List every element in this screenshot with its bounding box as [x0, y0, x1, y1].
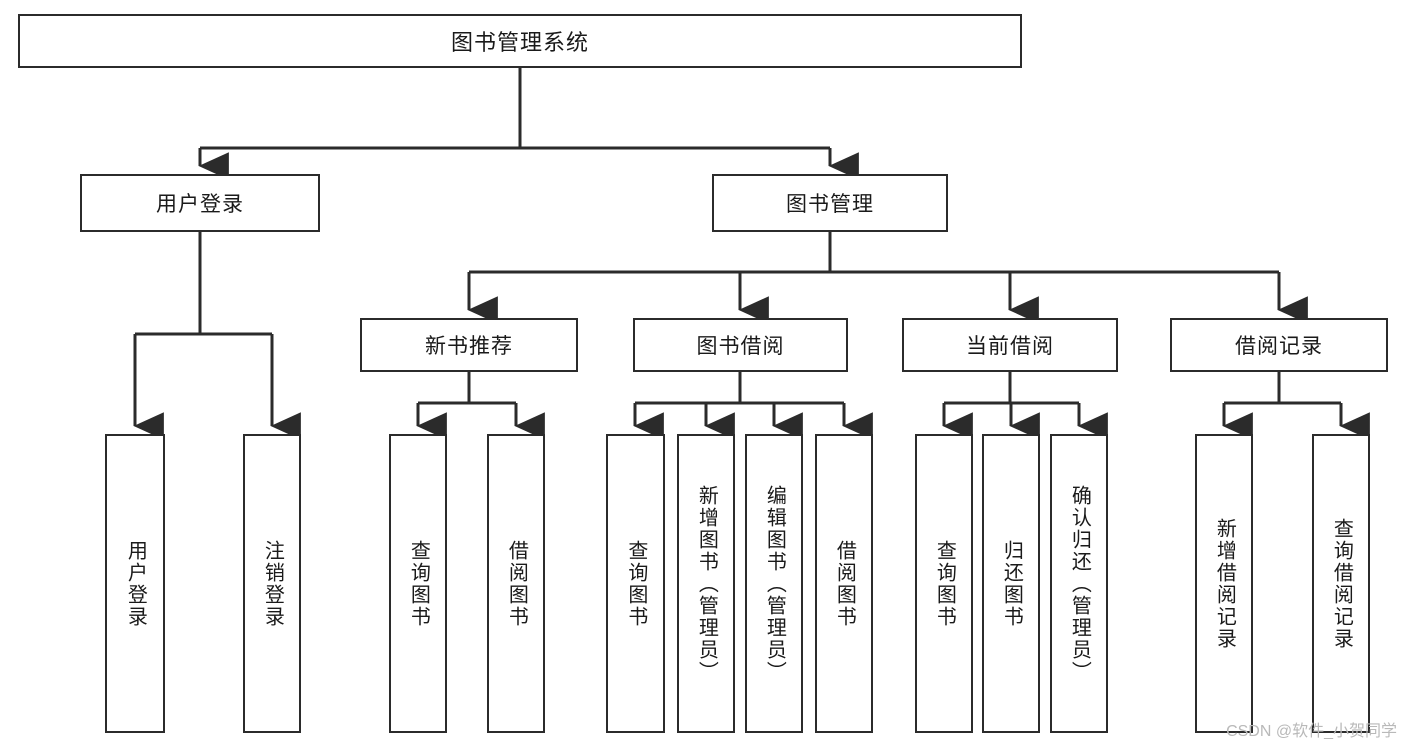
- node-book-manage[interactable]: 图书管理: [712, 174, 948, 232]
- node-leaf-edit-book[interactable]: 编辑图书（管理员）: [745, 434, 803, 733]
- node-leaf-query-book-current[interactable]: 查询图书: [915, 434, 973, 733]
- node-root[interactable]: 图书管理系统: [18, 14, 1022, 68]
- node-leaf-confirm-return-label: 确认归还（管理员）: [1068, 484, 1091, 683]
- node-leaf-add-book[interactable]: 新增图书（管理员）: [677, 434, 735, 733]
- node-leaf-borrow-book-recommend[interactable]: 借阅图书: [487, 434, 545, 733]
- node-borrow-record-label: 借阅记录: [1235, 335, 1323, 358]
- node-borrow-record[interactable]: 借阅记录: [1170, 318, 1388, 372]
- node-leaf-edit-book-label: 编辑图书（管理员）: [763, 484, 786, 683]
- node-leaf-add-borrow-record-label: 新增借阅记录: [1213, 517, 1236, 650]
- node-current-borrow-label: 当前借阅: [966, 335, 1054, 358]
- node-book-manage-label: 图书管理: [786, 193, 874, 216]
- node-leaf-add-book-label: 新增图书（管理员）: [695, 484, 718, 683]
- node-leaf-query-book-borrow[interactable]: 查询图书: [606, 434, 665, 733]
- node-book-borrow[interactable]: 图书借阅: [633, 318, 848, 372]
- node-root-label: 图书管理系统: [450, 30, 589, 55]
- node-new-book-recommend[interactable]: 新书推荐: [360, 318, 578, 372]
- node-user-login-label: 用户登录: [156, 193, 244, 216]
- node-current-borrow[interactable]: 当前借阅: [902, 318, 1118, 372]
- node-leaf-confirm-return[interactable]: 确认归还（管理员）: [1050, 434, 1108, 733]
- node-leaf-query-book-current-label: 查询图书: [933, 539, 956, 628]
- node-leaf-borrow-book[interactable]: 借阅图书: [815, 434, 873, 733]
- node-leaf-user-login[interactable]: 用户登录: [105, 434, 165, 733]
- node-leaf-user-login-label: 用户登录: [124, 539, 147, 628]
- node-user-login[interactable]: 用户登录: [80, 174, 320, 232]
- node-leaf-user-logout[interactable]: 注销登录: [243, 434, 301, 733]
- node-leaf-query-book-recommend-label: 查询图书: [407, 539, 430, 628]
- node-leaf-user-logout-label: 注销登录: [261, 539, 284, 628]
- node-leaf-query-borrow-record[interactable]: 查询借阅记录: [1312, 434, 1370, 733]
- node-leaf-borrow-book-recommend-label: 借阅图书: [505, 539, 528, 628]
- node-book-borrow-label: 图书借阅: [696, 335, 785, 358]
- node-leaf-query-borrow-record-label: 查询借阅记录: [1330, 517, 1353, 650]
- node-leaf-return-book-label: 归还图书: [1000, 539, 1023, 628]
- node-leaf-add-borrow-record[interactable]: 新增借阅记录: [1195, 434, 1253, 733]
- node-new-book-recommend-label: 新书推荐: [425, 335, 513, 358]
- node-leaf-return-book[interactable]: 归还图书: [982, 434, 1040, 733]
- node-leaf-borrow-book-label: 借阅图书: [833, 539, 856, 628]
- node-leaf-query-book-recommend[interactable]: 查询图书: [389, 434, 447, 733]
- node-leaf-query-book-borrow-label: 查询图书: [624, 539, 647, 628]
